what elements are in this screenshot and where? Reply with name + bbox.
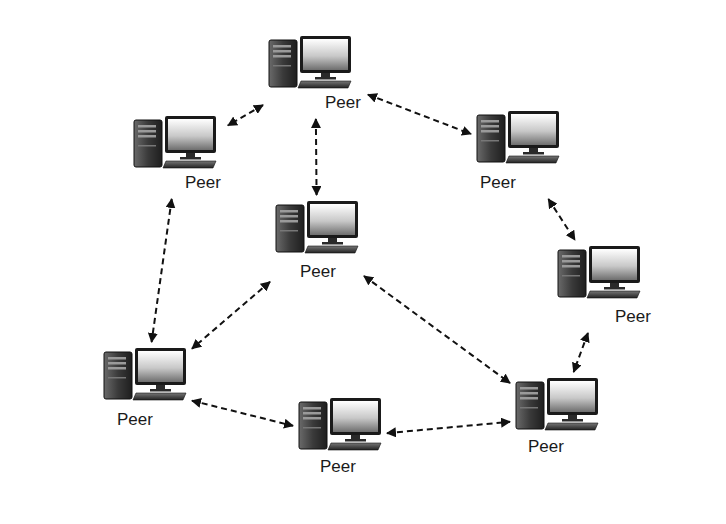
computer-icon (476, 110, 560, 164)
peer-label: Peer (615, 307, 651, 327)
peer-link (368, 95, 471, 134)
peer-link (387, 422, 510, 433)
peer-label: Peer (320, 457, 356, 477)
computer-icon (557, 245, 641, 299)
peer-node: Peer (515, 377, 599, 458)
peer-node: Peer (275, 200, 359, 283)
computer-icon (268, 35, 352, 89)
peer-node: Peer (268, 35, 363, 114)
computer-icon (275, 200, 359, 254)
peer-node: Peer (476, 110, 560, 194)
peer-label: Peer (300, 262, 336, 282)
peer-node: Peer (298, 397, 382, 478)
computer-icon (298, 397, 382, 451)
computer-icon (515, 377, 599, 431)
computer-icon (103, 347, 187, 401)
peer-link (228, 105, 263, 125)
peer-link (574, 333, 588, 372)
peer-link (192, 401, 293, 426)
peer-node: Peer (557, 245, 653, 328)
peer-link (364, 276, 510, 383)
computer-icon (133, 115, 217, 169)
peer-link (315, 119, 318, 195)
peer-link (152, 199, 172, 342)
peer-label: Peer (528, 437, 564, 457)
peer-node: Peer (103, 347, 187, 431)
peer-label: Peer (117, 410, 153, 430)
peer-label: Peer (325, 93, 361, 113)
peer-node: Peer (133, 115, 223, 194)
peer-label: Peer (480, 173, 516, 193)
peer-label: Peer (185, 173, 221, 193)
peer-link (548, 199, 575, 240)
peer-link (192, 282, 270, 349)
